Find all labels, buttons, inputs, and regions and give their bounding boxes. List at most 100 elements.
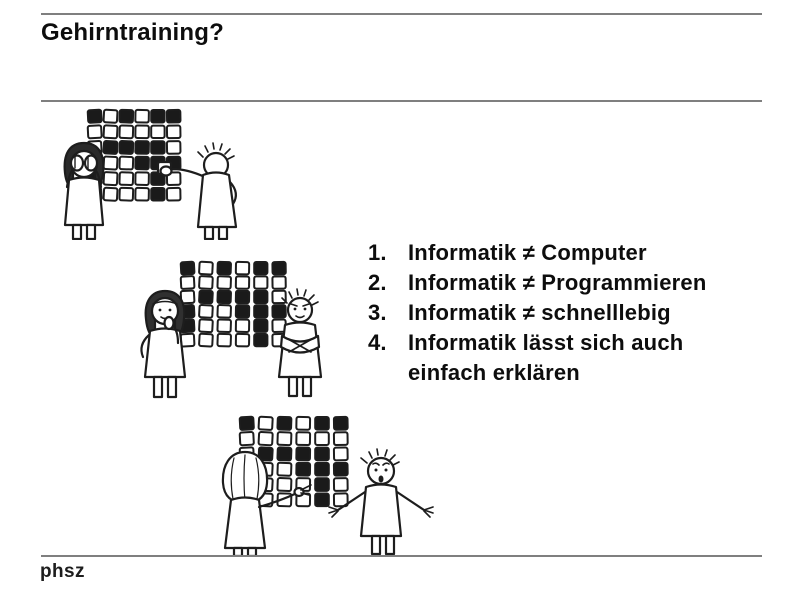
list-item-number: 4. [368, 330, 387, 355]
illustration-scene-1 [63, 108, 238, 240]
black-tile [253, 289, 269, 305]
black-tile [179, 260, 196, 276]
white-tile [216, 332, 232, 348]
white-tile [179, 332, 196, 348]
list-item-number: 3. [368, 300, 387, 325]
white-tile [118, 124, 135, 140]
list-item: 2.Informatik ≠ Programmieren [368, 268, 788, 298]
black-tile [150, 140, 166, 155]
black-tile [276, 415, 293, 431]
white-tile [216, 275, 232, 290]
black-tile [86, 108, 103, 124]
black-tile [314, 492, 330, 508]
list-item-number: 1. [368, 240, 387, 265]
white-tile [216, 318, 232, 334]
white-tile [332, 492, 349, 508]
black-tile [253, 333, 269, 348]
white-tile [102, 124, 119, 140]
black-tile [134, 140, 150, 155]
white-tile [118, 186, 135, 202]
footer-rule [41, 555, 762, 557]
illustration-scene-2 [140, 260, 323, 399]
white-tile [276, 461, 293, 477]
white-tile [332, 431, 349, 447]
black-tile [314, 446, 330, 462]
white-tile [295, 415, 312, 431]
white-tile [165, 124, 182, 140]
black-tile [150, 109, 166, 124]
white-tile [118, 155, 135, 171]
white-tile [134, 124, 150, 140]
white-tile [134, 171, 150, 186]
white-tile [198, 332, 214, 348]
white-tile [253, 275, 269, 290]
list-item-text: Informatik ≠ Programmieren [408, 270, 707, 295]
phsz-logo: phsz [40, 561, 85, 582]
white-tile [234, 260, 251, 276]
black-tile [271, 260, 287, 276]
white-tile [234, 275, 251, 290]
list-item: 1.Informatik ≠ Computer [368, 238, 788, 268]
white-tile [86, 124, 103, 140]
white-tile [314, 431, 330, 446]
slide-title: Gehirntraining? [41, 19, 224, 46]
black-tile [198, 289, 214, 305]
black-tile [238, 415, 255, 431]
top-rule [41, 13, 762, 15]
boy-shrugging-figure [328, 448, 434, 556]
black-tile [253, 304, 269, 319]
white-tile [198, 318, 214, 334]
girl-pointing-figure [221, 450, 312, 556]
black-tile [332, 415, 349, 431]
white-tile [332, 446, 349, 462]
black-tile [118, 140, 135, 155]
white-tile [216, 304, 232, 319]
black-tile [295, 461, 312, 477]
boy-arms-crossed-figure [277, 288, 323, 398]
illustration-scene-3 [221, 415, 434, 556]
white-tile [332, 477, 349, 492]
black-tile [216, 260, 232, 276]
white-tile [150, 124, 166, 140]
black-tile [234, 289, 251, 305]
white-tile [198, 260, 214, 276]
black-tile [118, 108, 135, 124]
white-tile [257, 431, 274, 447]
girl-covering-eyes-figure [63, 141, 105, 240]
white-tile [257, 415, 274, 431]
white-tile [276, 477, 293, 493]
black-tile [234, 304, 251, 319]
black-tile [257, 446, 274, 462]
girl-thinking-figure [140, 289, 187, 399]
black-tile [102, 139, 119, 155]
white-tile [134, 108, 150, 124]
black-tile [150, 187, 166, 202]
black-tile [134, 155, 150, 171]
black-tile [295, 446, 312, 462]
black-tile [276, 446, 293, 462]
white-tile [102, 186, 119, 202]
white-tile [179, 289, 196, 305]
white-tile [295, 431, 312, 447]
white-tile [118, 171, 135, 187]
white-tile [276, 431, 293, 447]
list-item-text: Informatik ≠ schnelllebig [408, 300, 671, 325]
black-tile [253, 318, 269, 333]
black-tile [253, 261, 269, 276]
black-tile [314, 461, 330, 477]
black-tile [271, 304, 287, 319]
white-tile [198, 303, 214, 319]
white-tile [234, 318, 251, 333]
boy-placing-tile-figure [156, 142, 238, 240]
white-tile [165, 171, 182, 186]
white-tile [165, 186, 182, 202]
black-tile [314, 477, 330, 492]
white-tile [134, 186, 150, 202]
white-tile [271, 275, 287, 290]
header-rule [41, 100, 762, 102]
tile-grid [179, 260, 287, 348]
white-tile [165, 140, 182, 155]
